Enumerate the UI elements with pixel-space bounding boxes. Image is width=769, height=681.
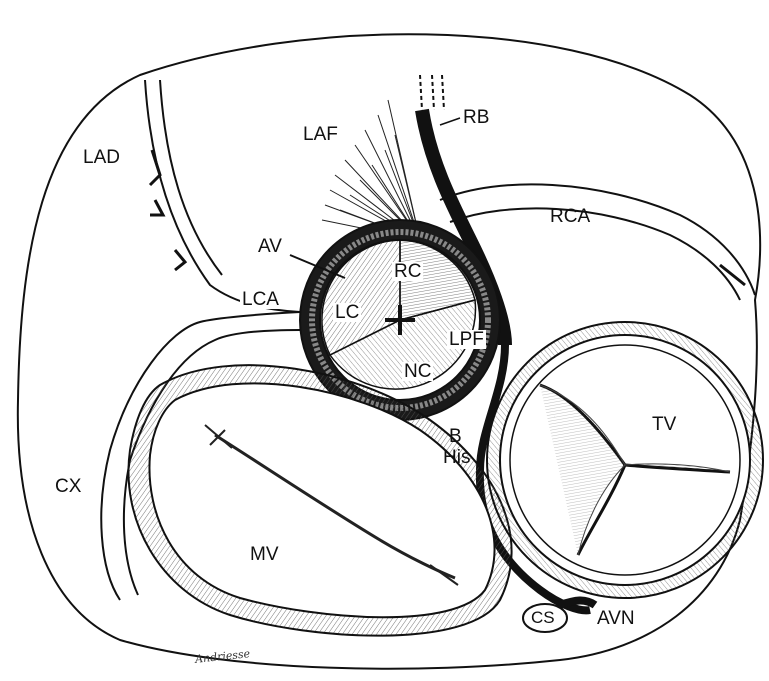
label-lca: LCA — [240, 290, 281, 309]
label-av: AV — [258, 237, 282, 256]
label-mv: MV — [250, 545, 279, 564]
label-lc: LC — [333, 303, 361, 322]
tricuspid-valve — [487, 322, 763, 598]
label-nc: NC — [402, 362, 433, 381]
label-laf: LAF — [303, 125, 338, 144]
label-b: B — [449, 427, 462, 446]
laf-fascicle — [322, 100, 420, 240]
label-rc: RC — [392, 262, 423, 281]
label-lpf: LPF — [447, 330, 486, 349]
lad-artery — [145, 80, 300, 312]
label-cs: CS — [531, 609, 555, 626]
label-rb: RB — [463, 108, 489, 127]
label-lad: LAD — [83, 148, 120, 167]
mitral-valve — [128, 365, 511, 635]
label-rca: RCA — [550, 207, 590, 226]
label-cx: CX — [55, 477, 81, 496]
av-node — [560, 600, 595, 605]
rb-leader — [440, 118, 460, 125]
label-his: His — [443, 448, 470, 467]
label-tv: TV — [652, 415, 676, 434]
label-avn: AVN — [597, 609, 635, 628]
